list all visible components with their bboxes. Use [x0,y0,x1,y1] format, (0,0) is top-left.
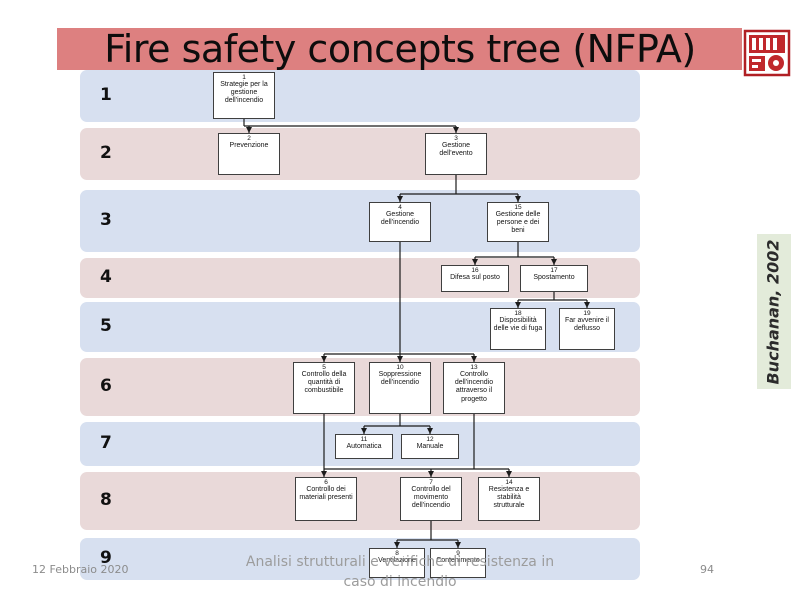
tree-node-number: 19 [583,310,591,317]
tree-node-label: Controllo dei materiali presenti [299,486,353,502]
footer-page-number: 94 [700,563,714,576]
tree-node-label: Gestione dell'evento [439,142,473,158]
level-band-6: 6 [80,358,640,416]
tree-node-label: Automatica [346,443,382,450]
tree-node-label: Ventilazione [378,557,416,564]
tree-node-label: Far avvenire il deflusso [565,317,609,333]
level-band-label: 4 [100,267,112,287]
fire-safety-seal-logo [742,28,792,78]
level-band-1: 1 [80,70,640,122]
tree-node-number: 8 [395,550,399,557]
tree-node-label: Difesa sul posto [450,274,500,281]
tree-node-number: 4 [398,204,402,211]
level-band-label: 8 [100,490,112,510]
level-band-label: 3 [100,210,112,230]
tree-node-number: 15 [514,204,522,211]
level-band-2: 2 [80,128,640,180]
tree-node-number: 3 [454,135,458,142]
level-band-8: 8 [80,472,640,530]
tree-node-number: 2 [247,135,251,142]
level-band-label: 7 [100,433,112,453]
tree-node-number: 5 [322,364,326,371]
tree-node-number: 12 [426,436,434,443]
tree-node-number: 17 [550,267,558,274]
tree-node-label: Spostamento [533,274,575,281]
tree-node-label: Controllo della quantità di combustibile [301,371,347,395]
level-band-label: 6 [100,376,112,396]
footer-date: 12 Febbraio 2020 [32,563,129,576]
tree-node-number: 13 [470,364,478,371]
level-band-9: 9 [80,538,640,580]
level-band-label: 9 [100,548,112,568]
tree-node-label: Gestione dell'incendio [380,211,420,227]
tree-node-number: 10 [396,364,404,371]
level-band-label: 2 [100,143,112,163]
tree-node-number: 1 [242,74,246,81]
tree-node-label: Contenimento [436,557,480,564]
level-band-label: 1 [100,85,112,105]
source-citation: Buchanan, 2002 [757,234,791,389]
tree-node-label: Resistenza e stabilità strutturale [488,486,530,510]
footer-subject-line2: caso di incendio [343,574,457,590]
tree-node-label: Disposibilità delle vie di fuga [493,317,543,333]
tree-node-number: 11 [360,436,368,443]
tree-node-label: Soppressione dell'incendio [378,371,422,387]
tree-node-label: Gestione delle persone e dei beni [495,211,541,235]
tree-node-label: Prevenzione [229,142,269,149]
tree-node-number: 18 [514,310,522,317]
tree-node-label: Controllo dell'incendio attraverso il pr… [454,371,494,403]
tree-node-number: 16 [471,267,479,274]
level-band-label: 5 [100,316,112,336]
tree-node-number: 14 [505,479,513,486]
title-banner [57,28,743,70]
tree-node-number: 6 [324,479,328,486]
tree-node-label: Controllo del movimento dell'incendio [411,486,451,510]
footer-subject: Analisi strutturali e verifiche di resis… [120,552,680,592]
footer-subject-line1: Analisi strutturali e verifiche di resis… [245,554,555,570]
level-band-5: 5 [80,302,640,352]
tree-node-label: Manuale [416,443,444,450]
tree-node-number: 9 [456,550,460,557]
tree-node-number: 7 [429,479,433,486]
tree-node-label: Strategie per la gestione dell'incendio [220,81,268,105]
page-title: Fire safety concepts tree (NFPA) [104,27,696,71]
